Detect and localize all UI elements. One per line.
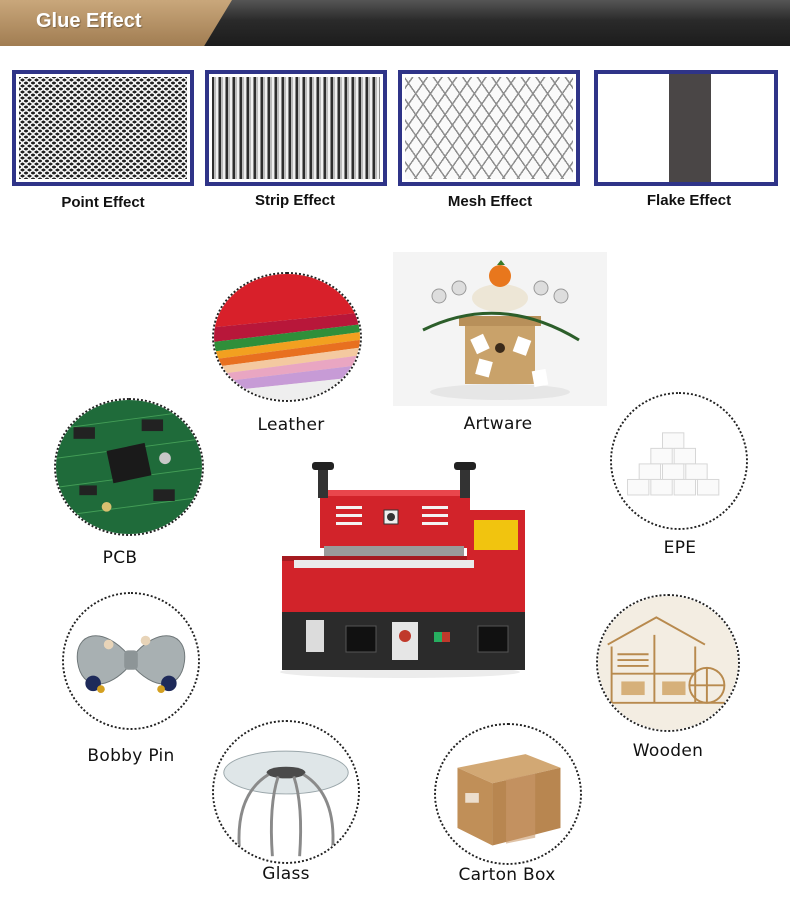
point-effect-label: Point Effect	[61, 194, 145, 211]
page-title: Glue Effect	[36, 10, 142, 32]
leather-label: Leather	[257, 415, 325, 435]
glue-machine-image	[262, 460, 538, 680]
flake-effect-label: Flake Effect	[646, 192, 732, 209]
bobby-pin-label: Bobby Pin	[87, 746, 175, 766]
strip-effect-swatch	[205, 70, 387, 186]
point-effect-swatch	[12, 70, 194, 186]
leather-image	[212, 272, 362, 402]
header-banner: Glue Effect	[0, 0, 790, 46]
wooden-label: Wooden	[632, 741, 704, 761]
banner-tab	[0, 0, 232, 46]
mesh-effect-swatch	[398, 70, 580, 186]
strip-effect-label: Strip Effect	[254, 192, 335, 209]
wooden-image	[596, 594, 740, 732]
epe-image	[610, 392, 748, 530]
epe-label: EPE	[663, 538, 697, 558]
pcb-image	[54, 398, 204, 536]
glass-image	[212, 720, 360, 864]
glass-label: Glass	[262, 864, 310, 884]
bobby-pin-image	[62, 592, 200, 730]
flake-effect-swatch	[594, 70, 778, 186]
carton-box-label: Carton Box	[458, 865, 556, 885]
mesh-effect-label: Mesh Effect	[447, 193, 533, 210]
artware-label: Artware	[463, 414, 533, 434]
carton-box-image	[434, 723, 582, 865]
pcb-label: PCB	[102, 548, 138, 568]
artware-image	[393, 252, 607, 406]
